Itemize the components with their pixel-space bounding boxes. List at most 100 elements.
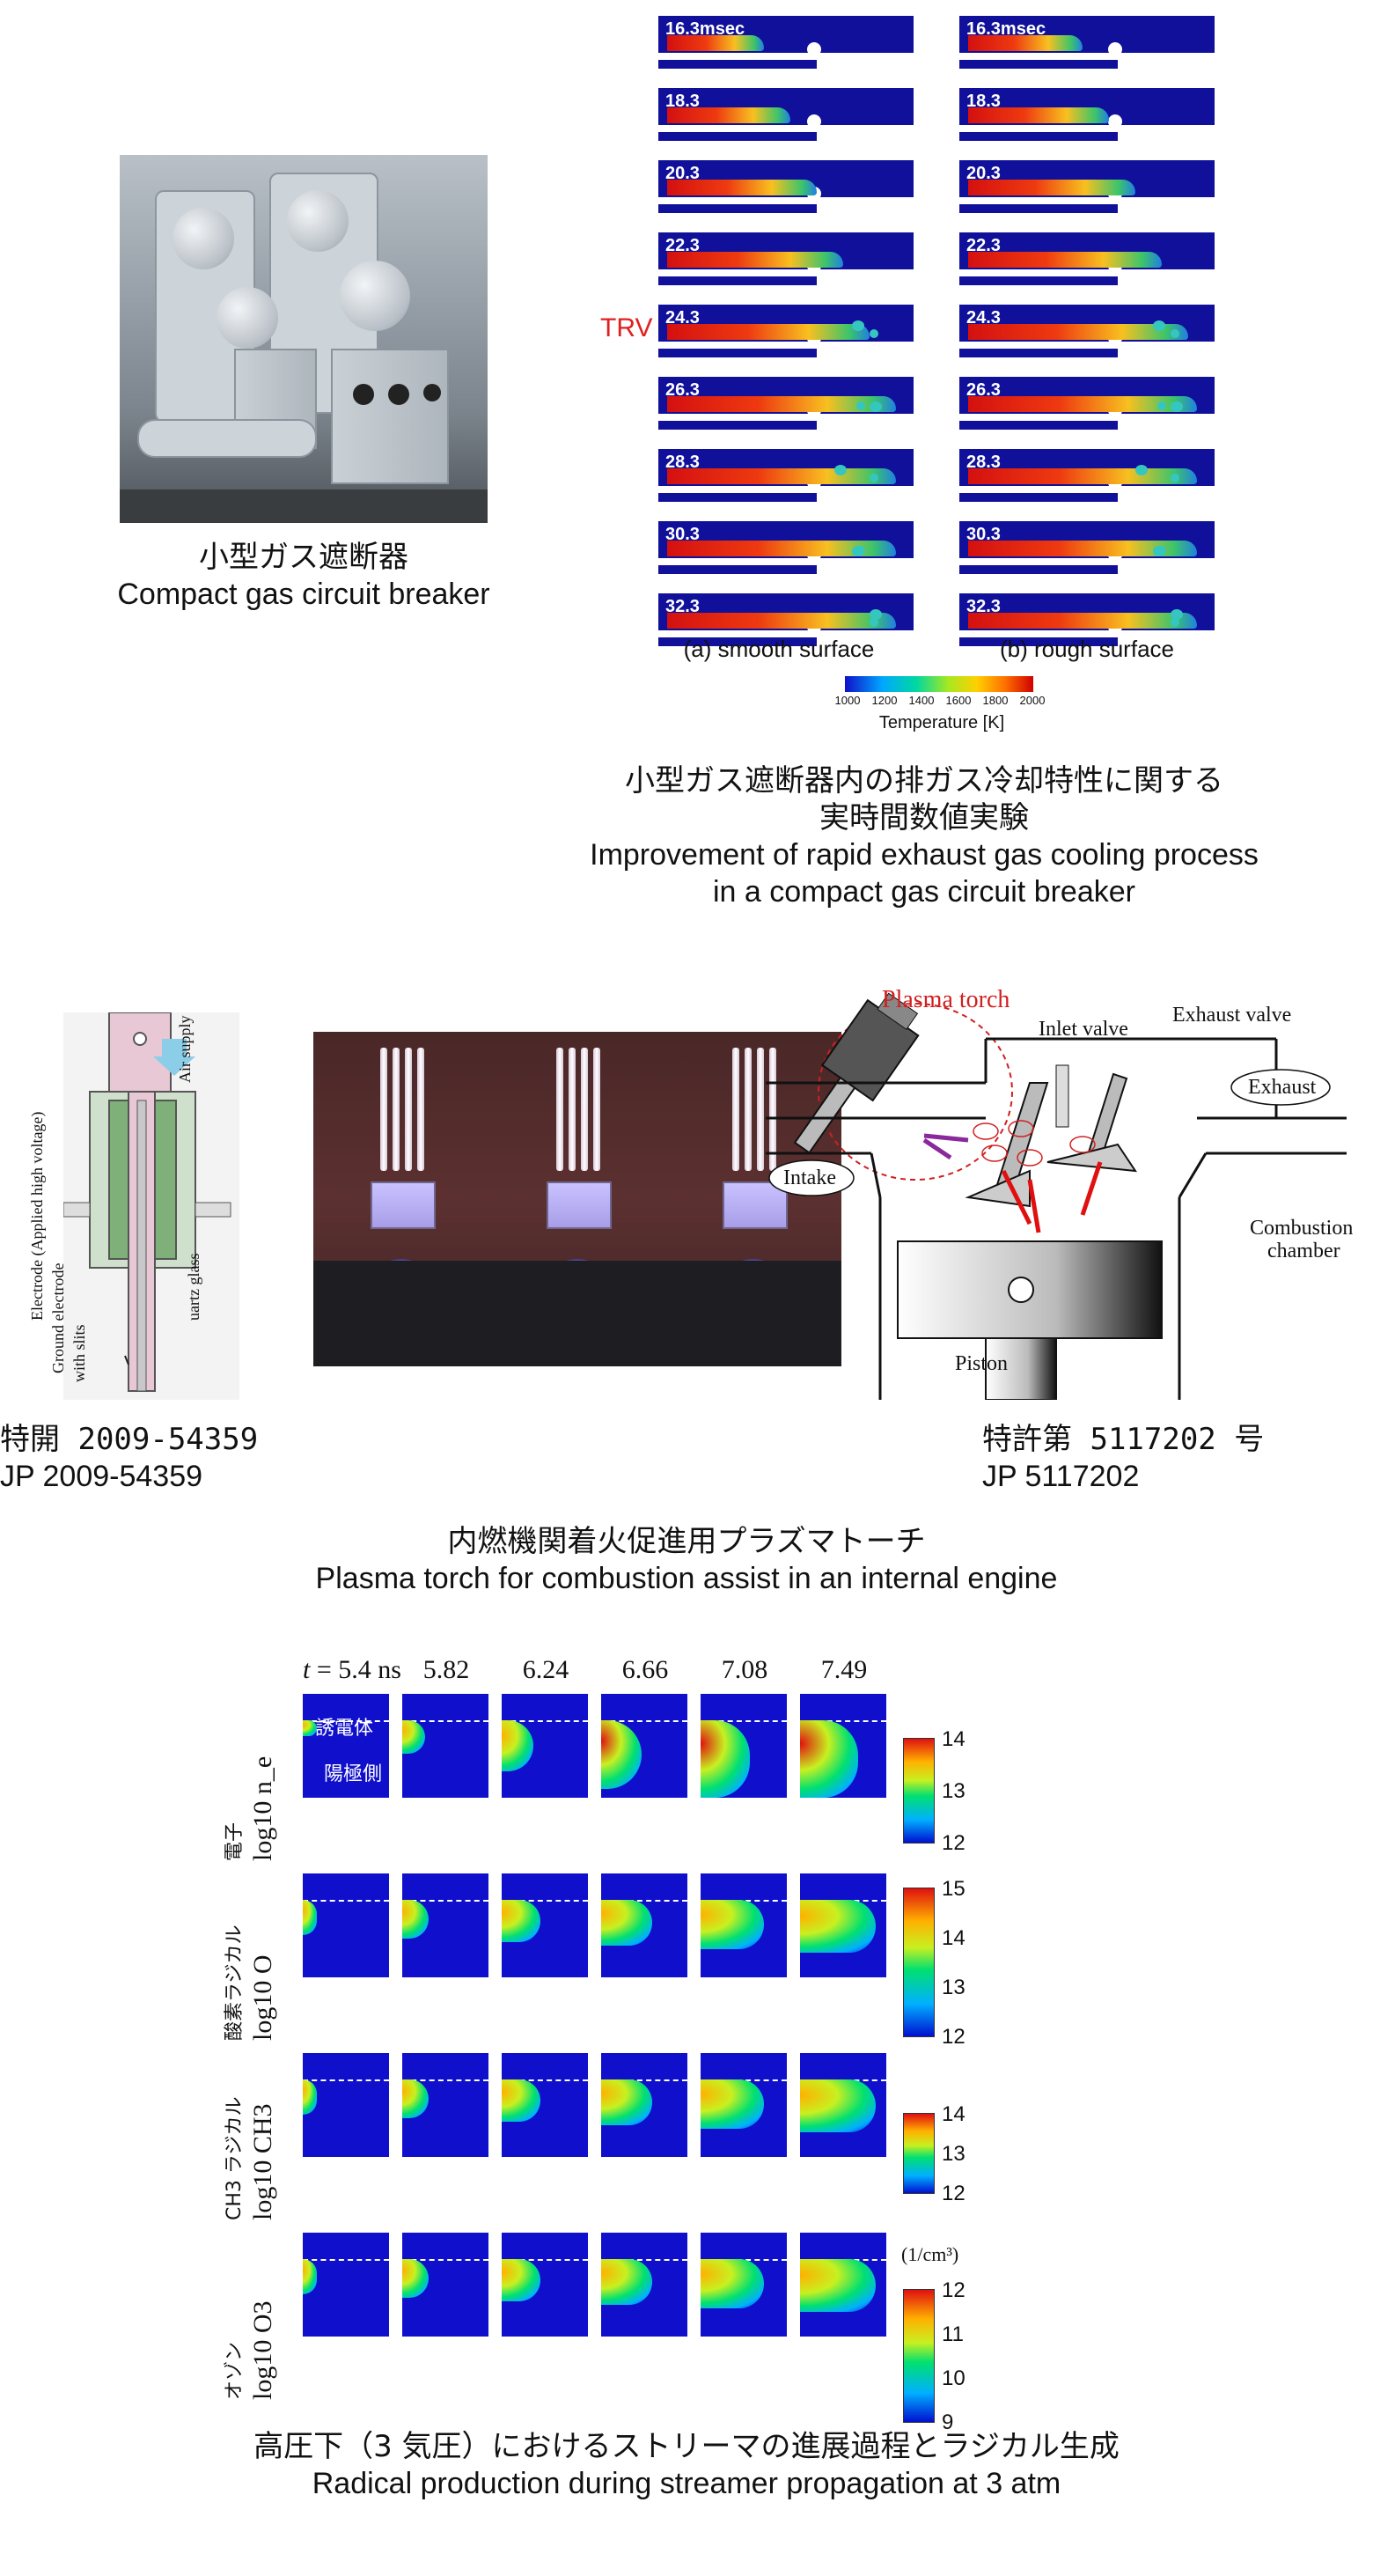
sim-time-label: 16.3msec bbox=[665, 19, 745, 39]
streamer-plume bbox=[701, 2259, 764, 2308]
electrode-boundary-line bbox=[701, 1720, 787, 1722]
streamer-plume bbox=[502, 1900, 540, 1942]
sim-hot-gas bbox=[968, 35, 1083, 51]
colorbar-tick: 12 bbox=[942, 2278, 966, 2302]
left-patent-jp: 特開 2009-54359 bbox=[0, 1422, 259, 1457]
sim-panel-rough: 20.3 bbox=[959, 160, 1215, 213]
sim-gas-blob bbox=[870, 329, 878, 338]
sim-wall bbox=[658, 269, 817, 276]
streamer-cell bbox=[800, 2233, 886, 2337]
label-smooth-surface: (a) smooth surface bbox=[683, 636, 875, 662]
sim-panel-smooth: 16.3msec bbox=[658, 16, 914, 69]
streamer-time-header-0: t = 5.4 ns bbox=[303, 1655, 401, 1685]
engine-diagram bbox=[766, 986, 1347, 1401]
plasma-torch-caption-en: Plasma torch for combustion assist in an… bbox=[315, 1562, 1058, 1595]
label-rough-surface: (b) rough surface bbox=[1000, 636, 1174, 662]
sim-step bbox=[1118, 269, 1215, 285]
quartz-glass-label: uartz glass bbox=[185, 1253, 202, 1321]
sim-panel-rough: 18.3 bbox=[959, 88, 1215, 141]
row-label-math: log10 O3 bbox=[248, 2300, 277, 2401]
row-label-jp: 電子 bbox=[224, 1822, 246, 1861]
sim-hot-gas bbox=[968, 180, 1135, 195]
sim-gas-blob bbox=[856, 401, 865, 410]
streamer-cell bbox=[601, 1873, 687, 1977]
sim-wall bbox=[658, 414, 817, 421]
discharge-tube bbox=[393, 1048, 400, 1171]
piston-label: Piston bbox=[955, 1352, 1009, 1375]
streamer-plume bbox=[303, 1720, 317, 1736]
sim-panel-rough: 30.3 bbox=[959, 521, 1215, 574]
streamer-plume bbox=[402, 1720, 425, 1754]
colorbar-tick: 11 bbox=[942, 2322, 964, 2346]
streamer-colorbar bbox=[903, 2113, 935, 2194]
streamer-plume bbox=[701, 2079, 764, 2129]
sim-panel-rough: 26.3 bbox=[959, 377, 1215, 430]
colorbar-tick: 13 bbox=[942, 2142, 966, 2166]
sim-caption-jp-1: 小型ガス遮断器内の排ガス冷却特性に関する bbox=[625, 763, 1223, 799]
streamer-plume bbox=[502, 2259, 540, 2301]
ground-electrode-label: Ground electrode bbox=[49, 1262, 67, 1373]
sim-time-label: 16.3msec bbox=[966, 19, 1046, 39]
electrode-cup bbox=[547, 1181, 612, 1229]
sim-gas-blob bbox=[1171, 618, 1179, 627]
sim-hot-gas bbox=[667, 613, 896, 629]
sim-panel-smooth: 24.3 bbox=[658, 305, 914, 357]
streamer-cell bbox=[800, 1694, 886, 1798]
colorbar-tick: 13 bbox=[942, 1779, 966, 1803]
sim-hot-gas bbox=[667, 324, 870, 340]
sim-hot-gas bbox=[968, 541, 1197, 556]
streamer-cell bbox=[402, 2053, 488, 2157]
sim-step bbox=[1118, 125, 1215, 141]
colorbar-tick: 12 bbox=[942, 2025, 966, 2049]
streamer-cell bbox=[502, 1694, 588, 1798]
breaker-photo bbox=[120, 155, 488, 523]
colorbar-tick: 14 bbox=[942, 1727, 966, 1751]
sim-gas-blob bbox=[1171, 329, 1179, 338]
streamer-plume bbox=[800, 1900, 876, 1953]
plasma-torch-label: Plasma torch bbox=[882, 986, 1010, 1013]
colorbar-tick: 14 bbox=[942, 2102, 966, 2126]
sim-gas-blob bbox=[870, 474, 878, 482]
streamer-cell bbox=[601, 2233, 687, 2337]
discharge-tube bbox=[745, 1048, 752, 1171]
electrode-boundary-line bbox=[502, 2259, 588, 2261]
sim-wall bbox=[658, 197, 817, 204]
discharge-tube bbox=[556, 1048, 563, 1171]
colorbar-tick: 12 bbox=[942, 2182, 966, 2205]
sim-hot-gas bbox=[968, 396, 1197, 412]
sim-hot-gas bbox=[968, 252, 1162, 268]
colorbar-tick: 9 bbox=[942, 2410, 954, 2434]
sim-panel-rough: 32.3 bbox=[959, 593, 1215, 646]
electrode-boundary-line bbox=[601, 2079, 687, 2081]
torch-cross-section-drawing bbox=[62, 1012, 231, 1392]
time-variable: t bbox=[303, 1655, 311, 1684]
streamer-cell bbox=[502, 1873, 588, 1977]
sim-time-label: 22.3 bbox=[665, 236, 700, 255]
electrode-boundary-line bbox=[502, 1900, 588, 1902]
colorbar-tick: 14 bbox=[942, 1926, 966, 1950]
sim-caption-en-1: Improvement of rapid exhaust gas cooling… bbox=[590, 838, 1259, 872]
discharge-tube bbox=[757, 1048, 764, 1171]
discharge-tube bbox=[405, 1048, 412, 1171]
electrode-boundary-line bbox=[303, 1900, 389, 1902]
plasma-discharge-photo: 24 kV28 kV32 kV bbox=[313, 1032, 841, 1366]
streamer-plume bbox=[701, 1720, 750, 1798]
streamer-plume bbox=[402, 1900, 429, 1939]
sim-gas-blob bbox=[870, 401, 882, 412]
streamer-cell bbox=[303, 2053, 389, 2157]
discharge-tube bbox=[732, 1048, 739, 1171]
sim-bump bbox=[807, 42, 821, 56]
sim-time-label: 30.3 bbox=[665, 525, 700, 544]
sim-step bbox=[817, 486, 914, 502]
sim-wall bbox=[959, 197, 1118, 204]
colorbar-unit: (1/cm³) bbox=[901, 2243, 959, 2265]
streamer-cell bbox=[701, 1694, 787, 1798]
sim-hot-gas bbox=[667, 180, 817, 195]
sim-wall bbox=[658, 630, 817, 637]
row-label-math: log10 O bbox=[248, 1954, 277, 2042]
plasma-torch-caption-jp: 内燃機関着火促進用プラズマトーチ bbox=[447, 1524, 926, 1559]
streamer-cell bbox=[303, 1873, 389, 1977]
sim-time-label: 30.3 bbox=[966, 525, 1001, 544]
engine-diagram-drawing bbox=[766, 992, 1347, 1401]
sim-wall bbox=[959, 558, 1118, 565]
